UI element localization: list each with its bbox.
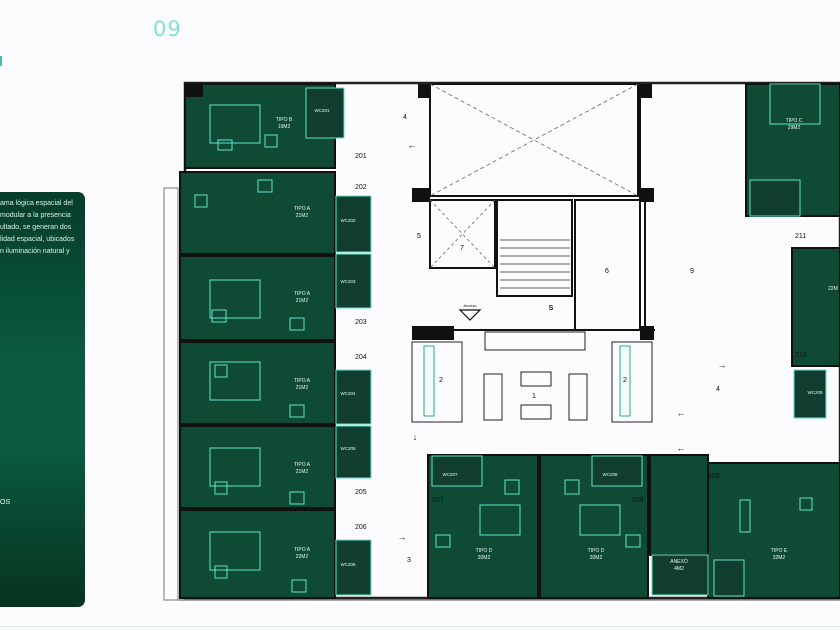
wc-208: WC208 [602, 472, 618, 477]
type-e-label: TIPO E [771, 548, 788, 554]
svg-text:→: → [398, 532, 407, 542]
bottom-rooms [427, 83, 840, 599]
room-206: 206 [355, 524, 367, 531]
zone-6: 6 [605, 268, 609, 275]
room-type-labels: TIPO B 19M2 TIPO A 21M2 TIPO A 21M2 TIPO… [276, 117, 838, 572]
room-210: 210 [795, 352, 807, 359]
zone-2b: 2 [623, 377, 627, 384]
left-bathrooms [305, 87, 372, 596]
svg-text:↓: ↓ [413, 432, 418, 442]
zone-numbers: 1 2 2 3 4 4 5 6 7 9 S Acceso [403, 114, 720, 564]
svg-text:←: ← [408, 140, 417, 150]
anexo-area: 4M2 [674, 566, 684, 572]
room-209: 209 [708, 473, 720, 480]
wc-labels: WC201 WC202 WC203 WC204 WC205 WC206 WC20… [314, 108, 823, 567]
type-a-area-2: 21M2 [296, 298, 309, 304]
type-d-area-1: 20M2 [478, 555, 491, 561]
anexo-label: ANEXO [670, 559, 688, 565]
stair-label: S [549, 305, 554, 312]
room-numbers: 201 202 203 204 205 206 207 208 209 210 … [355, 153, 807, 531]
type-d-area-2: 20M2 [590, 555, 603, 561]
bottom-bathrooms [431, 179, 827, 597]
type-a-area-4: 21M2 [296, 469, 309, 475]
type-a-area-3: 21M2 [296, 385, 309, 391]
left-rooms [179, 83, 336, 599]
type-a-area-5: 22M2 [296, 554, 309, 560]
room-208: 208 [632, 497, 644, 504]
svg-text:←: ← [677, 408, 686, 418]
facade-strip [163, 187, 179, 601]
access-label: Acceso [463, 303, 477, 308]
type-e-area: 32M2 [773, 555, 786, 561]
type-a-label-2: TIPO A [294, 291, 311, 297]
type-c-label: TIPO C [786, 118, 803, 124]
type-b-area: 19M2 [278, 124, 291, 130]
type-d-label-2: TIPO D [588, 548, 605, 554]
lobby-benches [423, 345, 631, 417]
type-a-label-5: TIPO A [294, 547, 311, 553]
type-d-label-1: TIPO D [476, 548, 493, 554]
stair-treads [500, 239, 570, 289]
room-205: 205 [355, 489, 367, 496]
access-triangle [458, 309, 482, 321]
wc-201: WC201 [314, 108, 330, 113]
wc-206: WC206 [340, 562, 356, 567]
room-202: 202 [355, 184, 367, 191]
zone-2a: 2 [439, 377, 443, 384]
wc-202: WC202 [340, 218, 356, 223]
wc-207: WC207 [442, 472, 458, 477]
wc-204: WC204 [340, 391, 356, 396]
svg-text:←: ← [677, 443, 686, 453]
zone-7: 7 [460, 245, 464, 252]
page-number: 09 [153, 17, 182, 41]
zone-3: 3 [407, 557, 411, 564]
lobby-furniture [411, 331, 653, 423]
description-panel: ama lógica espacial del modular a la pre… [0, 192, 85, 607]
type-a-label-4: TIPO A [294, 462, 311, 468]
left-furniture [194, 104, 307, 593]
bottom-furniture [435, 83, 821, 548]
type-a-label-3: TIPO A [294, 378, 311, 384]
zone-5: 5 [417, 233, 421, 240]
room-203: 203 [355, 319, 367, 326]
direction-arrows: ← → ← ← ↓ → → [398, 140, 727, 542]
type-c-area: 29M2 [788, 125, 801, 131]
wc-203: WC203 [340, 279, 356, 284]
room-207: 207 [432, 497, 444, 504]
type-a-label-1: TIPO A [294, 206, 311, 212]
wc-205: WC205 [340, 446, 356, 451]
zone-4a: 4 [403, 114, 407, 121]
type-a-area-1: 21M2 [296, 213, 309, 219]
core [414, 83, 655, 331]
zone-1: 1 [532, 393, 536, 400]
room-211: 211 [795, 233, 806, 240]
bottom-rule [0, 626, 840, 627]
svg-text:→: → [718, 360, 727, 370]
accent-tick [0, 56, 2, 66]
room-201: 201 [355, 153, 367, 160]
type-b-label: TIPO B [276, 117, 293, 123]
zone-4b: 4 [716, 386, 720, 393]
panel-code: OS [0, 499, 11, 506]
room-204: 204 [355, 354, 367, 361]
svg-text:→: → [446, 332, 455, 342]
wc-209: WC209 [807, 390, 823, 395]
partial-area-label: 22M [828, 286, 838, 292]
columns [185, 83, 654, 340]
zone-9: 9 [690, 268, 694, 275]
description-text: ama lógica espacial del modular a la pre… [0, 200, 75, 255]
